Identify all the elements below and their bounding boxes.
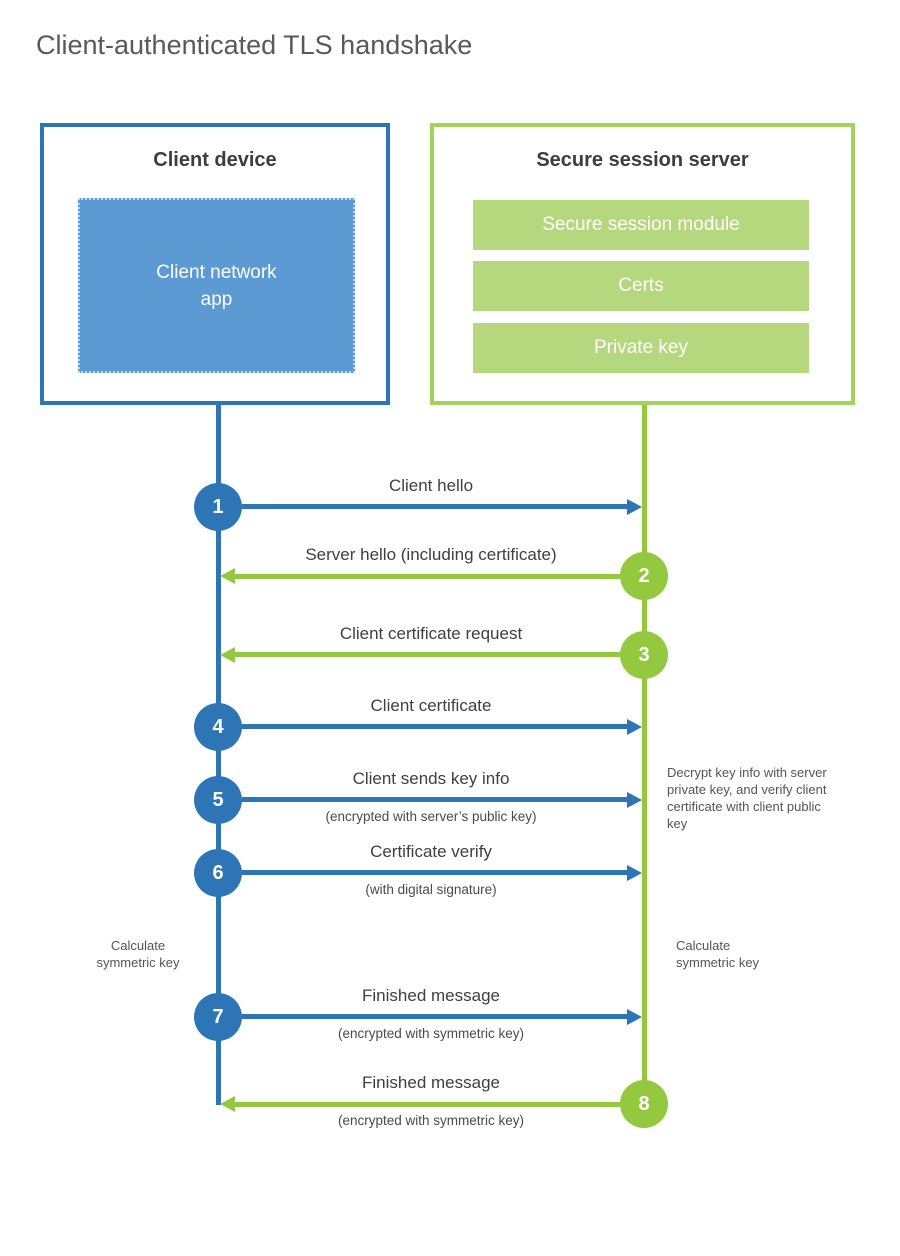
client-network-app-label: Client network app	[156, 261, 277, 310]
arrow-head-right-icon	[627, 792, 642, 808]
message-label-1: Client hello	[388, 476, 474, 495]
server-lifeline	[642, 405, 647, 1128]
client-device-box: Client device Client network app	[40, 123, 390, 405]
step-circle-7: 7	[194, 993, 242, 1041]
arrow-shaft-2	[235, 574, 620, 579]
client-device-title: Client device	[153, 149, 277, 171]
client-network-app-box: Client network app	[78, 198, 355, 373]
step-circle-6: 6	[194, 849, 242, 897]
arrow-shaft-8	[235, 1102, 620, 1107]
arrow-head-right-icon	[627, 865, 642, 881]
arrow-shaft-1	[242, 504, 627, 509]
message-label-2: Server hello (including certificate)	[305, 545, 557, 564]
note-decrypt-key-info: Decrypt key info with server private key…	[667, 765, 827, 831]
server-module-certs: Certs	[473, 261, 809, 311]
message-label-8: Finished message	[362, 1073, 500, 1092]
page-title: Client-authenticated TLS handshake	[36, 30, 473, 60]
message-label-5: Client sends key info	[352, 769, 510, 788]
arrow-head-right-icon	[627, 1009, 642, 1025]
message-label-3: Client certificate request	[339, 624, 523, 643]
step-circle-1: 1	[194, 483, 242, 531]
arrow-shaft-3	[235, 652, 620, 657]
message-sub-5: (encrypted with server’s public key)	[325, 809, 537, 824]
message-label-6: Certificate verify	[370, 842, 492, 861]
step-circle-2: 2	[620, 552, 668, 600]
step-circle-3: 3	[620, 631, 668, 679]
arrow-shaft-7	[242, 1014, 627, 1019]
message-sub-6: (with digital signature)	[365, 882, 497, 897]
secure-session-server-title: Secure session server	[536, 149, 749, 171]
arrow-head-right-icon	[627, 499, 642, 515]
arrow-head-left-icon	[220, 1096, 235, 1112]
message-sub-8: (encrypted with symmetric key)	[337, 1113, 525, 1128]
arrow-shaft-5	[242, 797, 627, 802]
arrow-head-left-icon	[220, 647, 235, 663]
message-sub-7: (encrypted with symmetric key)	[337, 1026, 525, 1041]
message-label-7: Finished message	[362, 986, 500, 1005]
note-calculate-symmetric-key-server: Calculate symmetric key	[676, 938, 760, 970]
message-label-4: Client certificate	[370, 696, 492, 715]
step-circle-4: 4	[194, 703, 242, 751]
step-circle-8: 8	[620, 1080, 668, 1128]
server-module-private-key: Private key	[473, 323, 809, 373]
arrow-head-left-icon	[220, 568, 235, 584]
client-lifeline	[216, 405, 221, 1105]
step-circle-5: 5	[194, 776, 242, 824]
secure-session-server-box: Secure session server Secure session mod…	[430, 123, 855, 405]
server-module-secure-session: Secure session module	[473, 200, 809, 250]
arrow-shaft-4	[242, 724, 627, 729]
arrow-shaft-6	[242, 870, 627, 875]
note-calculate-symmetric-key-client: Calculate symmetric key	[96, 938, 180, 970]
arrow-head-right-icon	[627, 719, 642, 735]
